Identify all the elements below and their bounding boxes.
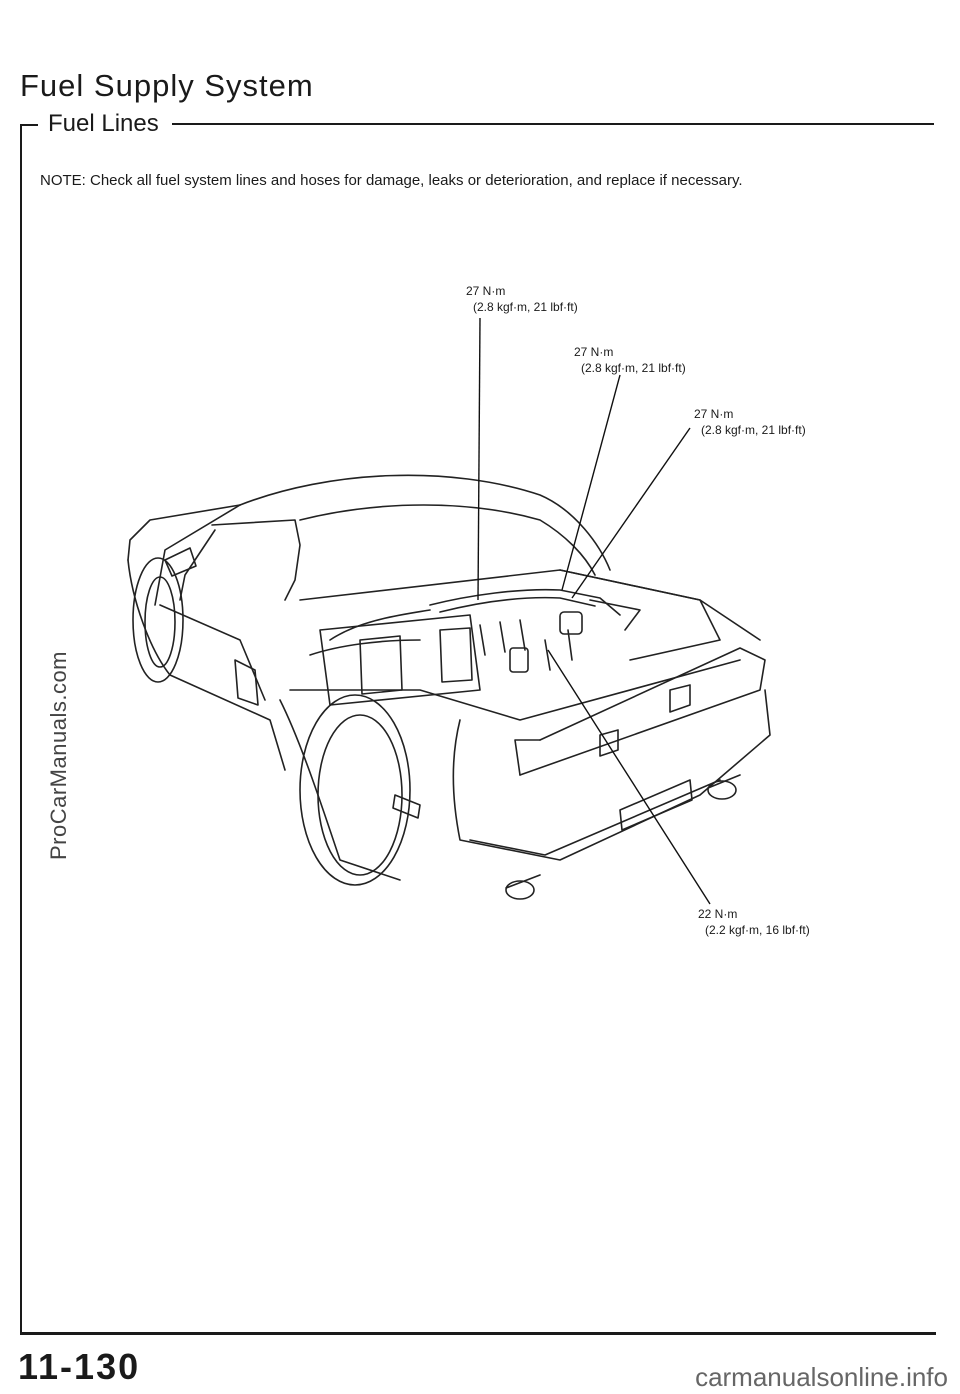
torque-value: 27 N·m bbox=[574, 345, 614, 359]
section-title: Fuel Lines bbox=[48, 110, 159, 137]
torque-detail: (2.8 kgf·m, 21 lbf·ft) bbox=[581, 361, 686, 375]
torque-value: 22 N·m bbox=[698, 907, 738, 921]
page-title: Fuel Supply System bbox=[20, 68, 314, 103]
footer-site-text: carmanualsonline.info bbox=[695, 1362, 948, 1392]
torque-detail: (2.2 kgf·m, 16 lbf·ft) bbox=[705, 923, 810, 937]
note-text: NOTE: Check all fuel system lines and ho… bbox=[40, 172, 743, 189]
frame-rule-left bbox=[20, 124, 22, 1334]
torque-detail: (2.8 kgf·m, 21 lbf·ft) bbox=[473, 300, 578, 314]
torque-detail: (2.8 kgf·m, 21 lbf·ft) bbox=[701, 423, 806, 437]
page-number: 11-130 bbox=[18, 1346, 141, 1387]
car-body-illustration bbox=[127, 474, 771, 900]
callout-leader-lines bbox=[477, 317, 711, 905]
torque-value: 27 N·m bbox=[466, 284, 506, 298]
watermark-text: ProCarManuals.com bbox=[46, 650, 71, 860]
section-rule-right bbox=[172, 123, 934, 125]
torque-callout-1: 27 N·m (2.8 kgf·m, 21 lbf·ft) bbox=[466, 283, 578, 315]
torque-callout-3: 27 N·m (2.8 kgf·m, 21 lbf·ft) bbox=[694, 406, 806, 438]
torque-callout-4: 22 N·m (2.2 kgf·m, 16 lbf·ft) bbox=[698, 906, 810, 938]
section-rule-left-stub bbox=[20, 124, 38, 126]
torque-value: 27 N·m bbox=[694, 407, 734, 421]
torque-callout-2: 27 N·m (2.8 kgf·m, 21 lbf·ft) bbox=[574, 344, 686, 376]
frame-rule-bottom bbox=[20, 1332, 936, 1335]
